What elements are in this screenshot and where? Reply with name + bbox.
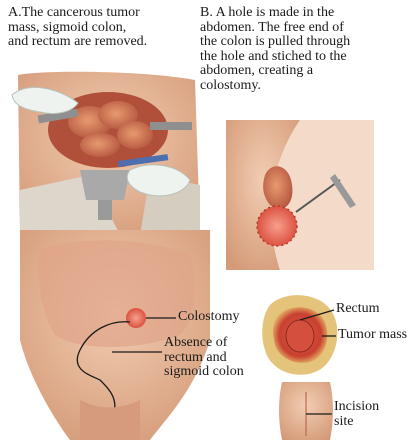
panel-a-caption: A.The cancerous tumor mass, sigmoid colo… xyxy=(8,6,147,50)
incision-label-line: site xyxy=(334,415,379,430)
rectum-tumor-illustration xyxy=(262,295,337,375)
colostomy-label: Colostomy xyxy=(178,310,239,325)
tumor-mass-label-text: Tumor mass xyxy=(338,328,407,343)
incision-site-label: Incision site xyxy=(334,400,379,429)
absence-label-line: rectum and xyxy=(164,351,244,366)
caption-line: colostomy. xyxy=(200,79,350,94)
panel-b-caption: B. A hole is made in the abdomen. The fr… xyxy=(200,6,350,93)
tumor-mass-label: Tumor mass xyxy=(338,328,407,343)
panel-a-surgery-illustration xyxy=(12,72,200,235)
rectum-label: Rectum xyxy=(336,302,380,317)
colostomy-label-text: Colostomy xyxy=(178,310,239,325)
incision-site-illustration xyxy=(279,382,333,440)
caption-line: B. A hole is made in the xyxy=(200,6,350,21)
absence-label-line: Absence of xyxy=(164,336,244,351)
panel-b-colostomy-illustration xyxy=(226,120,374,270)
absence-label-line: sigmoid colon xyxy=(164,365,244,380)
incision-label-line: Incision xyxy=(334,400,379,415)
caption-line: the colon is pulled through xyxy=(200,35,350,50)
caption-line: mass, sigmoid colon, xyxy=(8,21,147,36)
caption-line: abdomen. The free end of xyxy=(200,21,350,36)
caption-line: A.The cancerous tumor xyxy=(8,6,147,21)
caption-line: the hole and stiched to the xyxy=(200,50,350,65)
absence-label: Absence of rectum and sigmoid colon xyxy=(164,336,244,380)
caption-line: abdomen, creating a xyxy=(200,64,350,79)
caption-line: and rectum are removed. xyxy=(8,35,147,50)
rectum-label-text: Rectum xyxy=(336,302,380,317)
